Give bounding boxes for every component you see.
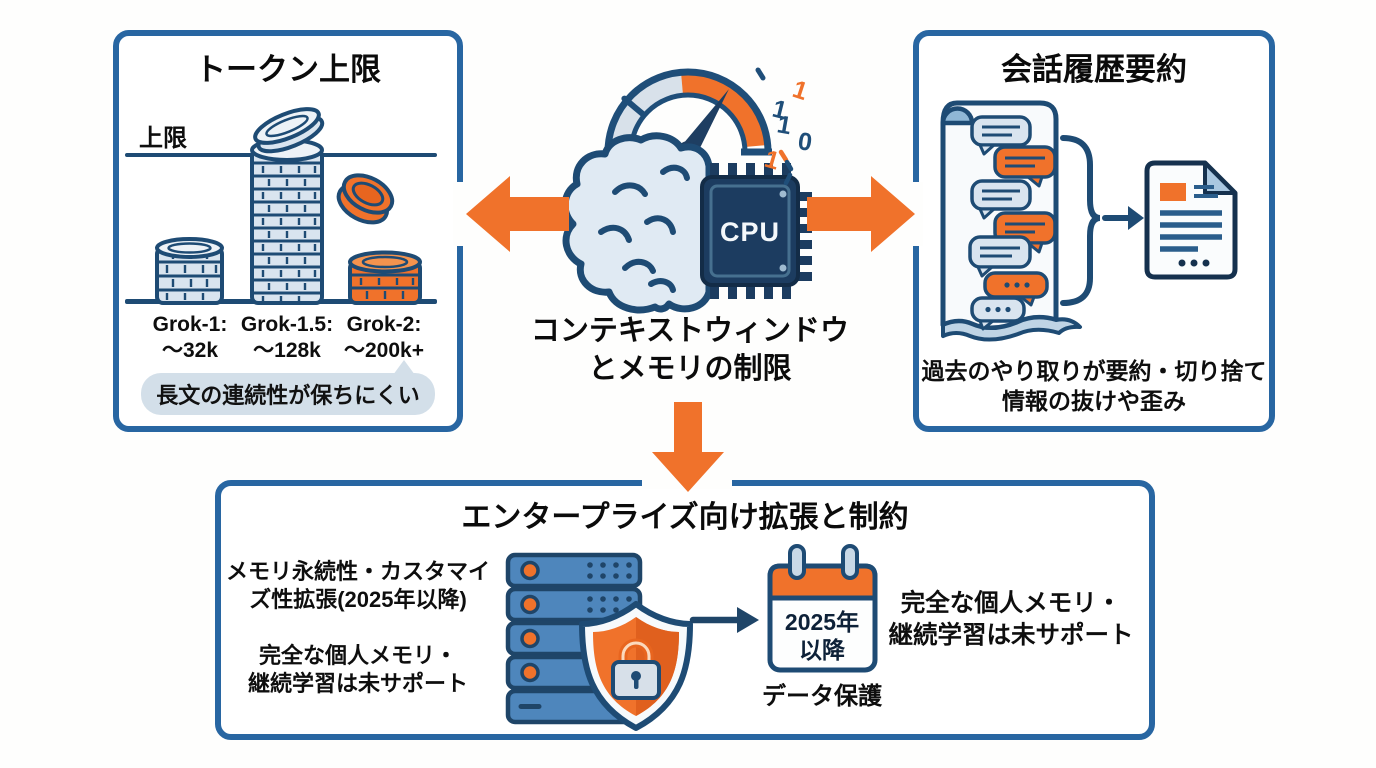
security-shield-icon — [579, 601, 693, 731]
enterprise-box: エンタープライズ向け拡張と制約 メモリ永続性・カスタマイ ズ性拡張(2025年以… — [215, 480, 1155, 740]
flow-arrow-right-icon — [807, 176, 915, 252]
enterprise-box-title: エンタープライズ向け拡張と制約 — [461, 501, 909, 534]
cpu-icon: CPU — [700, 163, 812, 299]
falling-coin-orange — [336, 173, 395, 225]
calendar-icon: 2025年 以降 — [767, 544, 878, 673]
calendar-year-text: 2025年 — [785, 609, 859, 635]
chat-bubble-orange-3 — [983, 271, 1049, 307]
border-gap-left — [453, 182, 467, 246]
model-label-grok2: Grok-2: 〜200k+ — [324, 312, 444, 364]
chat-bubble-light-3 — [968, 235, 1032, 278]
chat-bubble-orange-1 — [993, 145, 1057, 188]
cpu-pins — [710, 163, 812, 299]
token-note-text: 長文の連続性が保ちにくい — [156, 383, 420, 408]
limit-label: 上限 — [139, 125, 187, 152]
chat-bubble-light-1 — [970, 115, 1032, 156]
summary-document-icon — [1144, 160, 1238, 280]
chat-scroll-document-icon — [940, 100, 1238, 342]
coin-stack-grok1 — [155, 237, 224, 305]
token-limit-box: トークン上限 上限 — [113, 30, 463, 432]
note-line: ズ性拡張(2025年以降) — [249, 587, 467, 612]
flow-arrow-down-icon — [652, 402, 724, 492]
enterprise-left-note-2: 完全な個人メモリ・ 継続学習は未サポート — [223, 642, 493, 698]
model-name: Grok-1: — [152, 313, 228, 336]
summary-caption-line1: 過去のやり取りが要約・切り捨て — [921, 358, 1267, 384]
tilted-coin-light — [253, 107, 325, 154]
token-note-bubble: 長文の連続性が保ちにくい — [141, 360, 435, 415]
model-label-grok1: Grok-1: 〜32k — [130, 312, 250, 364]
model-label-grok15: Grok-1.5: 〜128k — [227, 312, 347, 364]
calendar-after-text: 以降 — [799, 637, 846, 663]
binary-digit: 0 — [796, 127, 814, 157]
center-title-line1: コンテキストウィンドウ — [530, 315, 850, 347]
lock-icon — [611, 638, 661, 700]
center-title: コンテキストウィンドウ とメモリの制限 — [480, 312, 900, 388]
binary-digit: 1 — [770, 95, 790, 126]
gauge-needle — [680, 89, 729, 157]
note-line: メモリ永続性・カスタマイ — [225, 559, 490, 584]
enterprise-right-note: 完全な個人メモリ・ 継続学習は未サポート — [846, 588, 1176, 652]
server-shield-calendar-icon: 2025年 以降 — [505, 544, 878, 731]
chat-scroll-icon — [940, 100, 1082, 342]
chat-bubble-light-2 — [970, 179, 1032, 220]
arrowhead — [1128, 206, 1144, 230]
model-name: Grok-1.5: — [240, 313, 334, 336]
note-line: 完全な個人メモリ・ — [900, 590, 1122, 617]
flow-arrow-left-icon — [466, 176, 569, 252]
model-name: Grok-2: — [346, 313, 422, 336]
brain-folds — [598, 164, 690, 293]
chat-bubble-light-4 — [970, 296, 1026, 331]
server-icon — [505, 552, 643, 725]
coin-stack-grok15 — [250, 107, 325, 305]
model-limit: 〜32k — [161, 339, 219, 362]
calendar-caption: データ保護 — [762, 683, 882, 710]
center-title-line2: とメモリの制限 — [588, 353, 792, 385]
binary-dashes — [755, 67, 794, 186]
binary-digit: 1 — [775, 110, 794, 140]
coin-stacks-icon — [155, 107, 422, 305]
token-box-title: トークン上限 — [195, 52, 381, 87]
cpu-label: CPU — [720, 217, 780, 247]
note-line: 継続学習は未サポート — [247, 671, 468, 696]
summary-box-title: 会話履歴要約 — [1001, 52, 1187, 87]
note-line: 完全な個人メモリ・ — [258, 643, 457, 668]
model-limit: 〜128k — [253, 339, 321, 362]
enterprise-left-note-1: メモリ永続性・カスタマイ ズ性拡張(2025年以降) — [223, 558, 493, 614]
border-gap-right — [909, 182, 923, 246]
summary-box: 会話履歴要約 — [913, 30, 1275, 432]
brain-icon — [561, 132, 713, 314]
server-dots — [587, 562, 632, 613]
summary-caption-line2: 情報の抜けや歪み — [1002, 388, 1186, 414]
gauge-icon — [604, 68, 772, 163]
bubble-tail — [393, 360, 415, 375]
brace-arrow — [1060, 135, 1131, 306]
right-arrow-connector — [689, 607, 759, 633]
brain-cpu-gauge-icon: CPU 1 1 1 0 1 — [561, 67, 814, 314]
binary-digit: 1 — [789, 75, 811, 106]
summary-caption: 過去のやり取りが要約・切り捨て 情報の抜けや歪み — [919, 356, 1269, 416]
note-line: 継続学習は未サポート — [888, 622, 1134, 649]
model-limit: 〜200k+ — [344, 339, 424, 362]
coin-stack-grok2 — [348, 250, 422, 305]
